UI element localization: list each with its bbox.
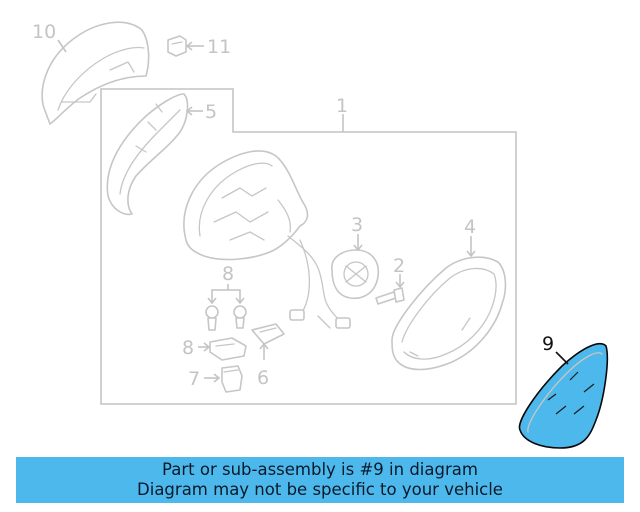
callout-6: 6 [257,367,269,389]
screw-2 [375,287,405,305]
callout-5: 5 [205,101,217,123]
part-info-banner: Part or sub-assembly is #9 in diagram Di… [16,457,624,503]
bracket-8 [209,337,247,361]
mirror-actuator [331,249,380,300]
mirror-glass-9 [518,342,609,449]
arrow-6 [259,342,269,350]
callout-3: 3 [351,214,363,236]
callout-7: 7 [188,368,200,390]
banner-line-disclaimer: Diagram may not be specific to your vehi… [137,480,503,499]
arrow-7 [213,373,221,383]
connector-6 [251,323,285,345]
callout-1: 1 [336,95,348,117]
callout-8-lower: 8 [182,337,194,359]
callout-10: 10 [32,21,56,43]
arrow-3 [353,244,363,252]
banner-line-part: Part or sub-assembly is #9 in diagram [162,460,478,479]
screw-8a [205,305,219,331]
arrow-4 [466,250,476,258]
arrow-5 [185,106,193,116]
screw-8b [233,305,247,329]
arrow-2 [395,281,405,289]
assembly-frame [100,88,517,405]
part-7 [221,365,243,393]
leader-10 [57,39,67,53]
mirror-cover-cap [41,21,150,125]
clip-11 [167,35,187,57]
callout-4: 4 [464,216,476,238]
arrow-8c [203,342,211,352]
callout-8-top: 8 [222,263,234,285]
mirror-holder [391,256,507,371]
mirror-housing [183,150,351,329]
leader-9 [555,351,569,365]
leader-8-top [211,284,241,302]
callout-9: 9 [542,333,554,355]
side-turn-lamp [106,93,189,216]
arrow-8a [207,297,245,305]
callout-11: 11 [207,36,231,58]
arrow-11 [185,41,193,51]
callout-2: 2 [393,255,405,277]
